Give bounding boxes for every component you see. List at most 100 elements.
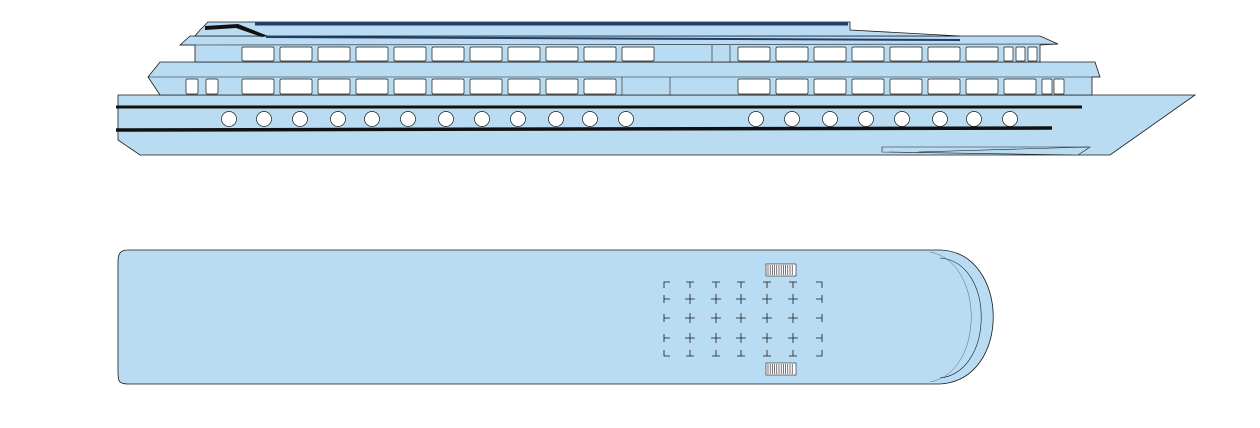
deck-grid-mark — [736, 333, 746, 343]
middle-window — [317, 78, 351, 95]
top-plan-view — [117, 249, 994, 385]
deck-outline — [117, 249, 994, 385]
upper-window-small — [1003, 46, 1014, 62]
upper-window — [621, 46, 655, 62]
deck-grid-mark — [762, 313, 772, 323]
upper-window — [965, 46, 999, 62]
upper-window — [507, 46, 541, 62]
upper-window — [241, 46, 275, 62]
deck-grid-edge — [789, 281, 797, 288]
porthole — [474, 111, 490, 127]
upper-window — [737, 46, 771, 62]
deck-grid-corner — [663, 281, 670, 288]
deck-grid-mark — [762, 333, 772, 343]
deck-grid-edge — [816, 314, 823, 322]
porthole — [364, 111, 380, 127]
deck-grid-mark — [762, 294, 772, 304]
porthole — [618, 111, 634, 127]
deck-grid-edge — [663, 295, 670, 303]
upper-window-small — [1015, 46, 1026, 62]
middle-window — [813, 78, 847, 95]
upper-window — [469, 46, 503, 62]
bow-detail — [881, 146, 1091, 156]
upper-window — [583, 46, 617, 62]
deck-grid-edge — [686, 350, 694, 357]
upper-window — [279, 46, 313, 62]
upper-window — [813, 46, 847, 62]
porthole — [858, 111, 874, 127]
deck-grid-mark — [788, 294, 798, 304]
middle-window — [393, 78, 427, 95]
porthole — [932, 111, 948, 127]
upper-window — [545, 46, 579, 62]
middle-window — [469, 78, 503, 95]
upper-window-small — [1027, 46, 1038, 62]
deck-grid-corner — [816, 350, 823, 357]
porthole — [894, 111, 910, 127]
bow-inner-line — [939, 257, 982, 379]
porthole — [748, 111, 764, 127]
deck-grid-edge — [712, 350, 720, 357]
sun-deck-swoosh — [205, 24, 268, 37]
middle-window — [583, 78, 617, 95]
deck-grid-edge — [737, 350, 745, 357]
porthole — [784, 111, 800, 127]
deck-grid-mark — [788, 333, 798, 343]
middle-window-small — [205, 78, 219, 95]
porthole — [330, 111, 346, 127]
deck-grid-mark — [711, 333, 721, 343]
middle-window — [1003, 78, 1037, 95]
upper-window — [927, 46, 961, 62]
deck-grid-mark — [736, 294, 746, 304]
porthole — [822, 111, 838, 127]
middle-window — [775, 78, 809, 95]
deck-grid-edge — [816, 334, 823, 342]
deck-grid-mark — [736, 313, 746, 323]
middle-window-small — [185, 78, 199, 95]
porthole — [510, 111, 526, 127]
middle-window-small — [1053, 78, 1065, 95]
upper-window — [317, 46, 351, 62]
middle-window — [507, 78, 541, 95]
upper-deck-windows — [241, 45, 1038, 62]
deck-grid-corner — [816, 281, 823, 288]
deck-grid-edge — [686, 281, 694, 288]
porthole — [292, 111, 308, 127]
porthole — [548, 111, 564, 127]
deck-grid-edge — [737, 281, 745, 288]
deck-grid-mark — [685, 294, 695, 304]
deck-grid-mark — [685, 333, 695, 343]
gangway-top — [765, 263, 797, 277]
middle-deck-windows — [185, 77, 1065, 95]
porthole — [438, 111, 454, 127]
deck-grid-mark — [685, 313, 695, 323]
deck-grid-edge — [663, 314, 670, 322]
middle-window — [279, 78, 313, 95]
upper-window — [393, 46, 427, 62]
deck-grid-edge — [663, 334, 670, 342]
deck-grid — [663, 281, 823, 357]
deck-grid-mark — [711, 313, 721, 323]
upper-window — [889, 46, 923, 62]
side-elevation-view — [115, 21, 1197, 156]
middle-window — [737, 78, 771, 95]
middle-window — [431, 78, 465, 95]
middle-window — [355, 78, 389, 95]
deck-grid-edge — [816, 295, 823, 303]
upper-window — [431, 46, 465, 62]
porthole — [582, 111, 598, 127]
hull-stripe-lower — [115, 126, 1053, 132]
deck-grid-edge — [763, 281, 771, 288]
upper-window — [355, 46, 389, 62]
upper-window — [775, 46, 809, 62]
deck-grid-edge — [712, 281, 720, 288]
middle-window — [545, 78, 579, 95]
deck-grid-mark — [711, 294, 721, 304]
porthole — [221, 111, 237, 127]
deck-grid-mark — [788, 313, 798, 323]
upper-window — [851, 46, 885, 62]
middle-window — [851, 78, 885, 95]
portholes — [221, 111, 1018, 127]
porthole — [966, 111, 982, 127]
